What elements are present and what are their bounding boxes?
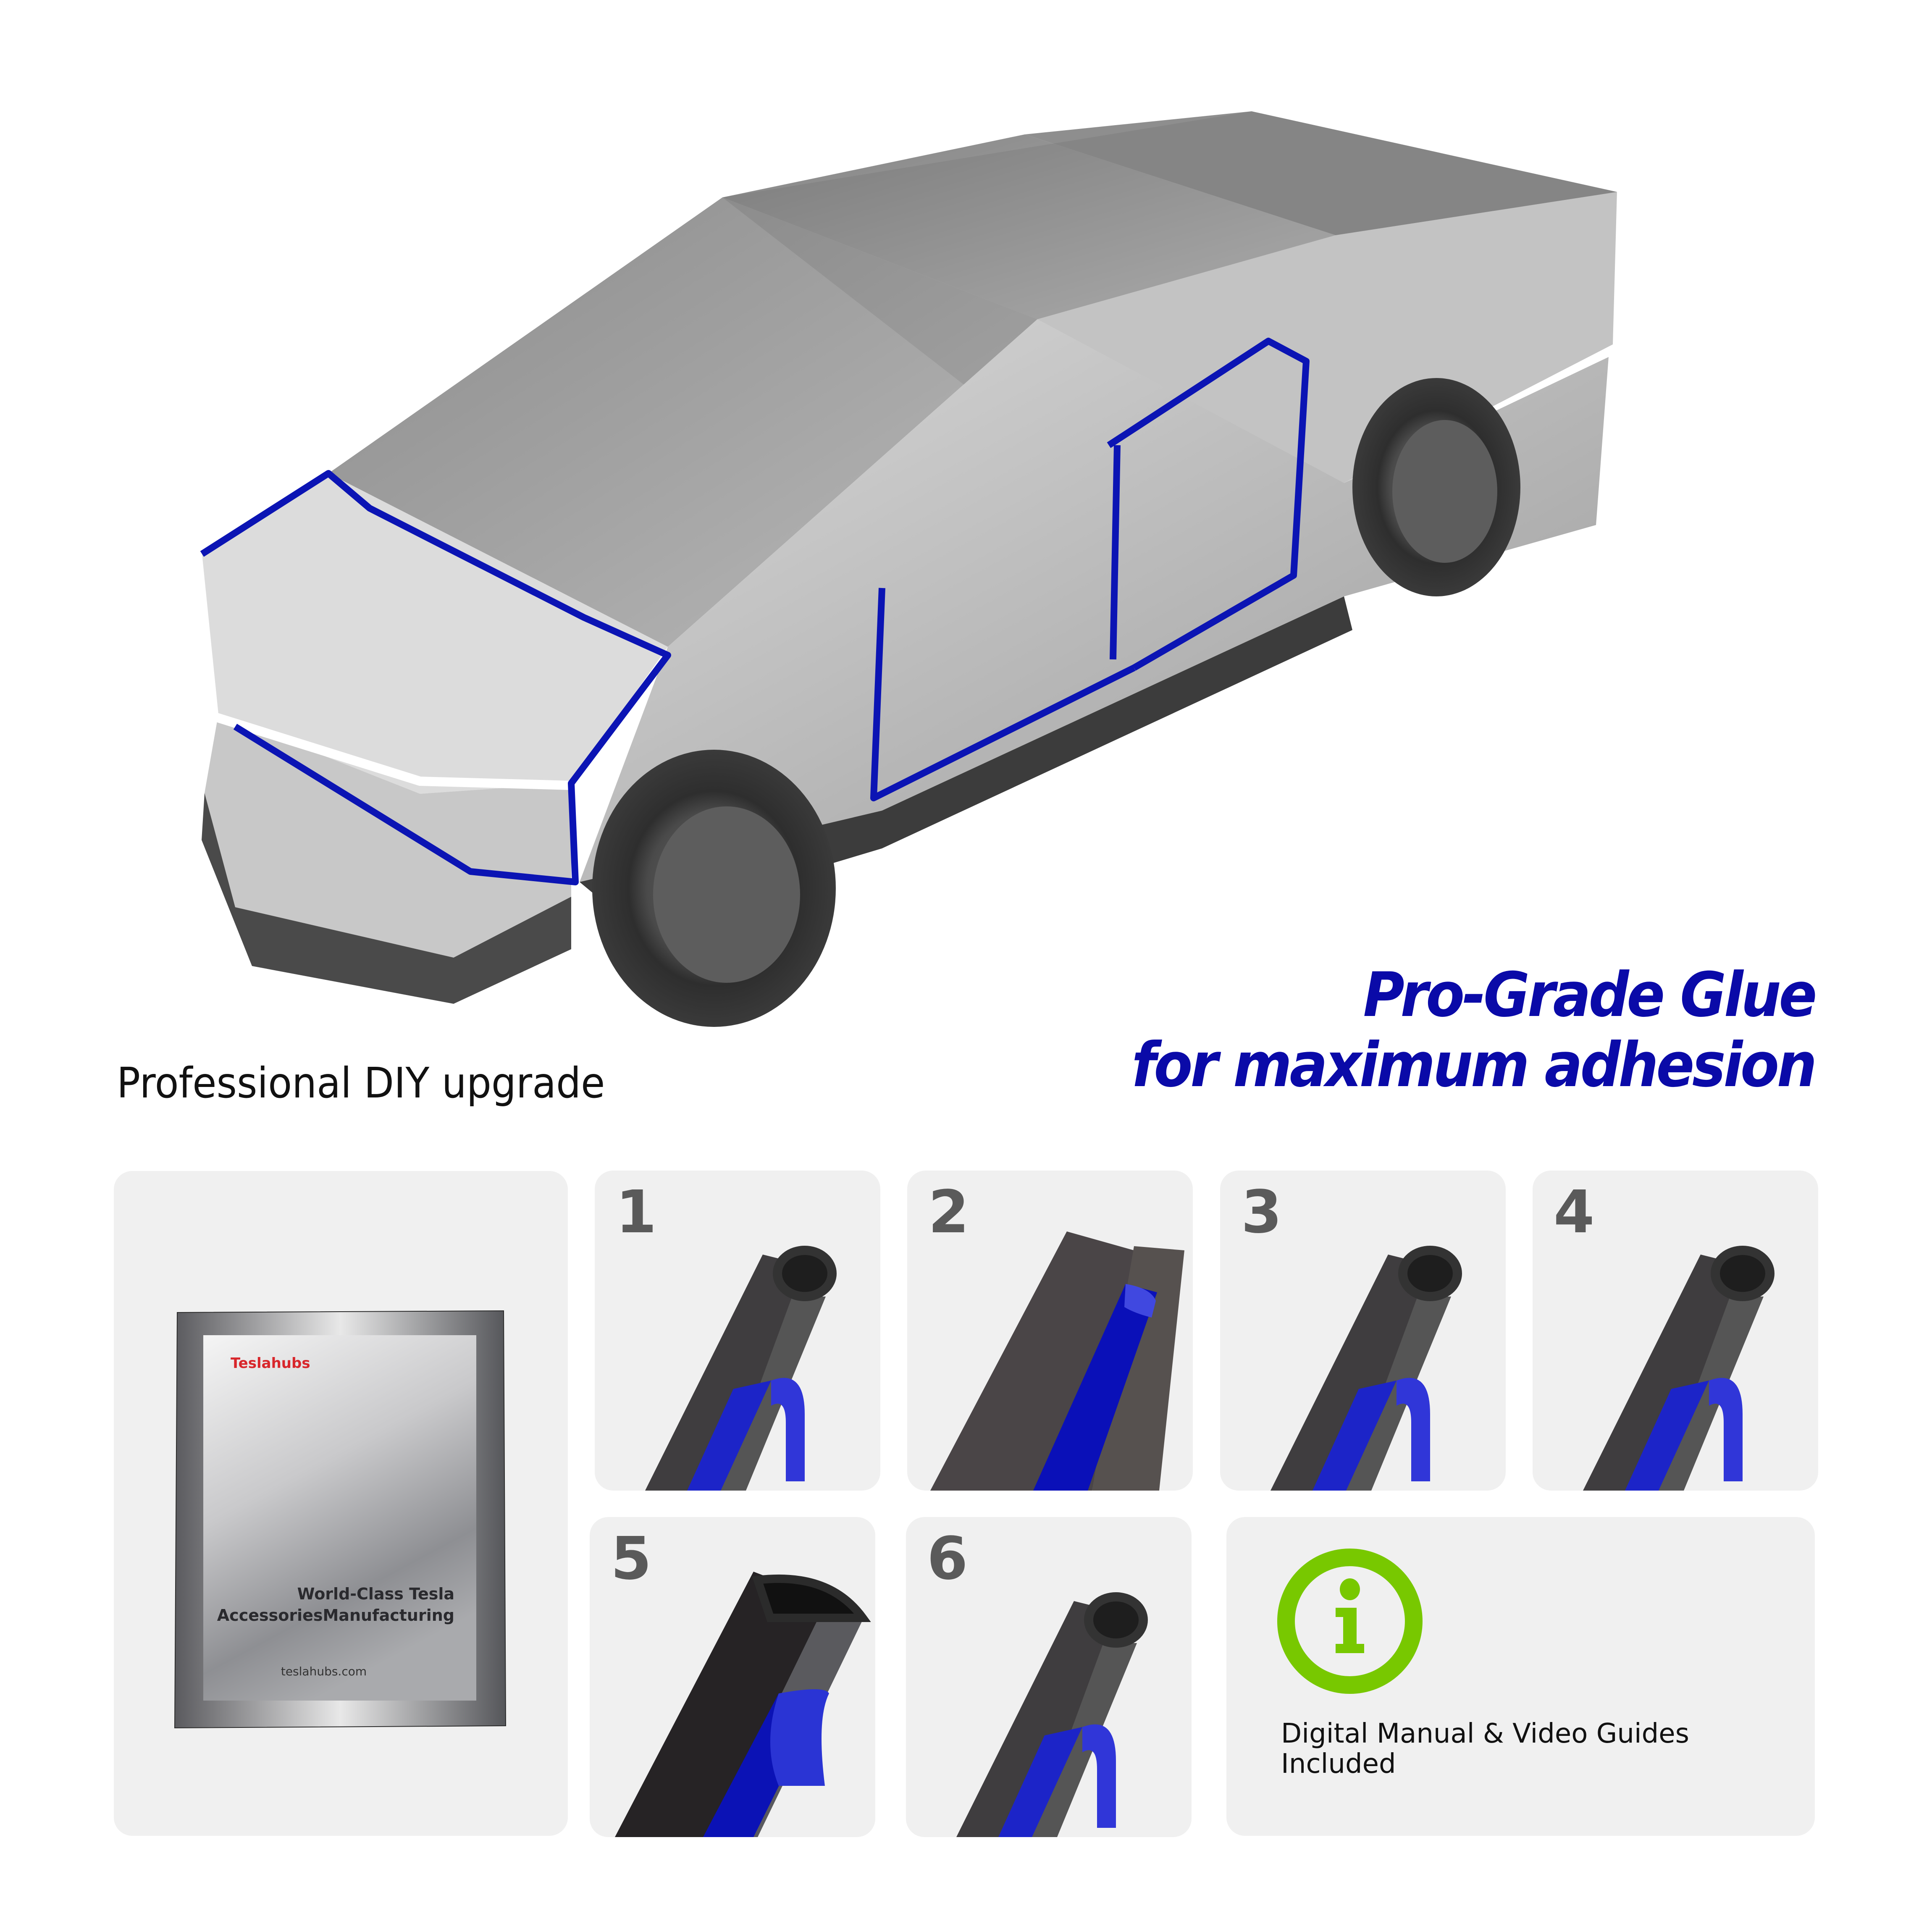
bag-tagline-2: AccessoriesManufacturing — [217, 1606, 454, 1625]
step-number: 3 — [1241, 1178, 1282, 1247]
info-text: Digital Manual & Video Guides Included — [1281, 1718, 1689, 1780]
step-number: 5 — [611, 1525, 652, 1593]
round-seal-icon — [1270, 1246, 1462, 1491]
truck-illustration — [200, 111, 1617, 1027]
step-card-3: 3 — [1220, 1171, 1506, 1491]
bag-url: teslahubs.com — [281, 1664, 367, 1678]
round-seal-icon — [1583, 1246, 1774, 1491]
round-seal-icon — [645, 1246, 837, 1491]
step-number: 6 — [927, 1525, 968, 1593]
seal-outline — [200, 338, 1310, 885]
info-card: Digital Manual & Video Guides Included — [1226, 1517, 1815, 1836]
round-seal-icon — [956, 1592, 1148, 1837]
step-card-6: 6 — [906, 1517, 1192, 1837]
step-number: 2 — [928, 1178, 969, 1247]
step-number: 1 — [616, 1178, 657, 1247]
foil-bag-image — [174, 1310, 507, 1729]
bag-tagline-1: World-Class Tesla — [297, 1585, 454, 1603]
bag-brand: Teslahubs — [231, 1355, 310, 1372]
headline-line-1: Pro-Grade Glue — [1363, 959, 1817, 1031]
package-card: Teslahubs World-Class Tesla AccessoriesM… — [114, 1171, 568, 1836]
step-card-2: 2 — [907, 1171, 1193, 1491]
step-card-4: 4 — [1533, 1171, 1818, 1491]
headline-line-2: for maximum adhesion — [1131, 1029, 1817, 1101]
step-card-1: 1 — [595, 1171, 880, 1491]
info-icon — [1277, 1549, 1423, 1694]
step-card-5: 5 — [590, 1517, 875, 1837]
step-number: 4 — [1554, 1178, 1595, 1247]
d-seal-icon — [615, 1572, 871, 1837]
step-seal-icon — [930, 1231, 1184, 1491]
subheadline: Professional DIY upgrade — [117, 1058, 605, 1108]
